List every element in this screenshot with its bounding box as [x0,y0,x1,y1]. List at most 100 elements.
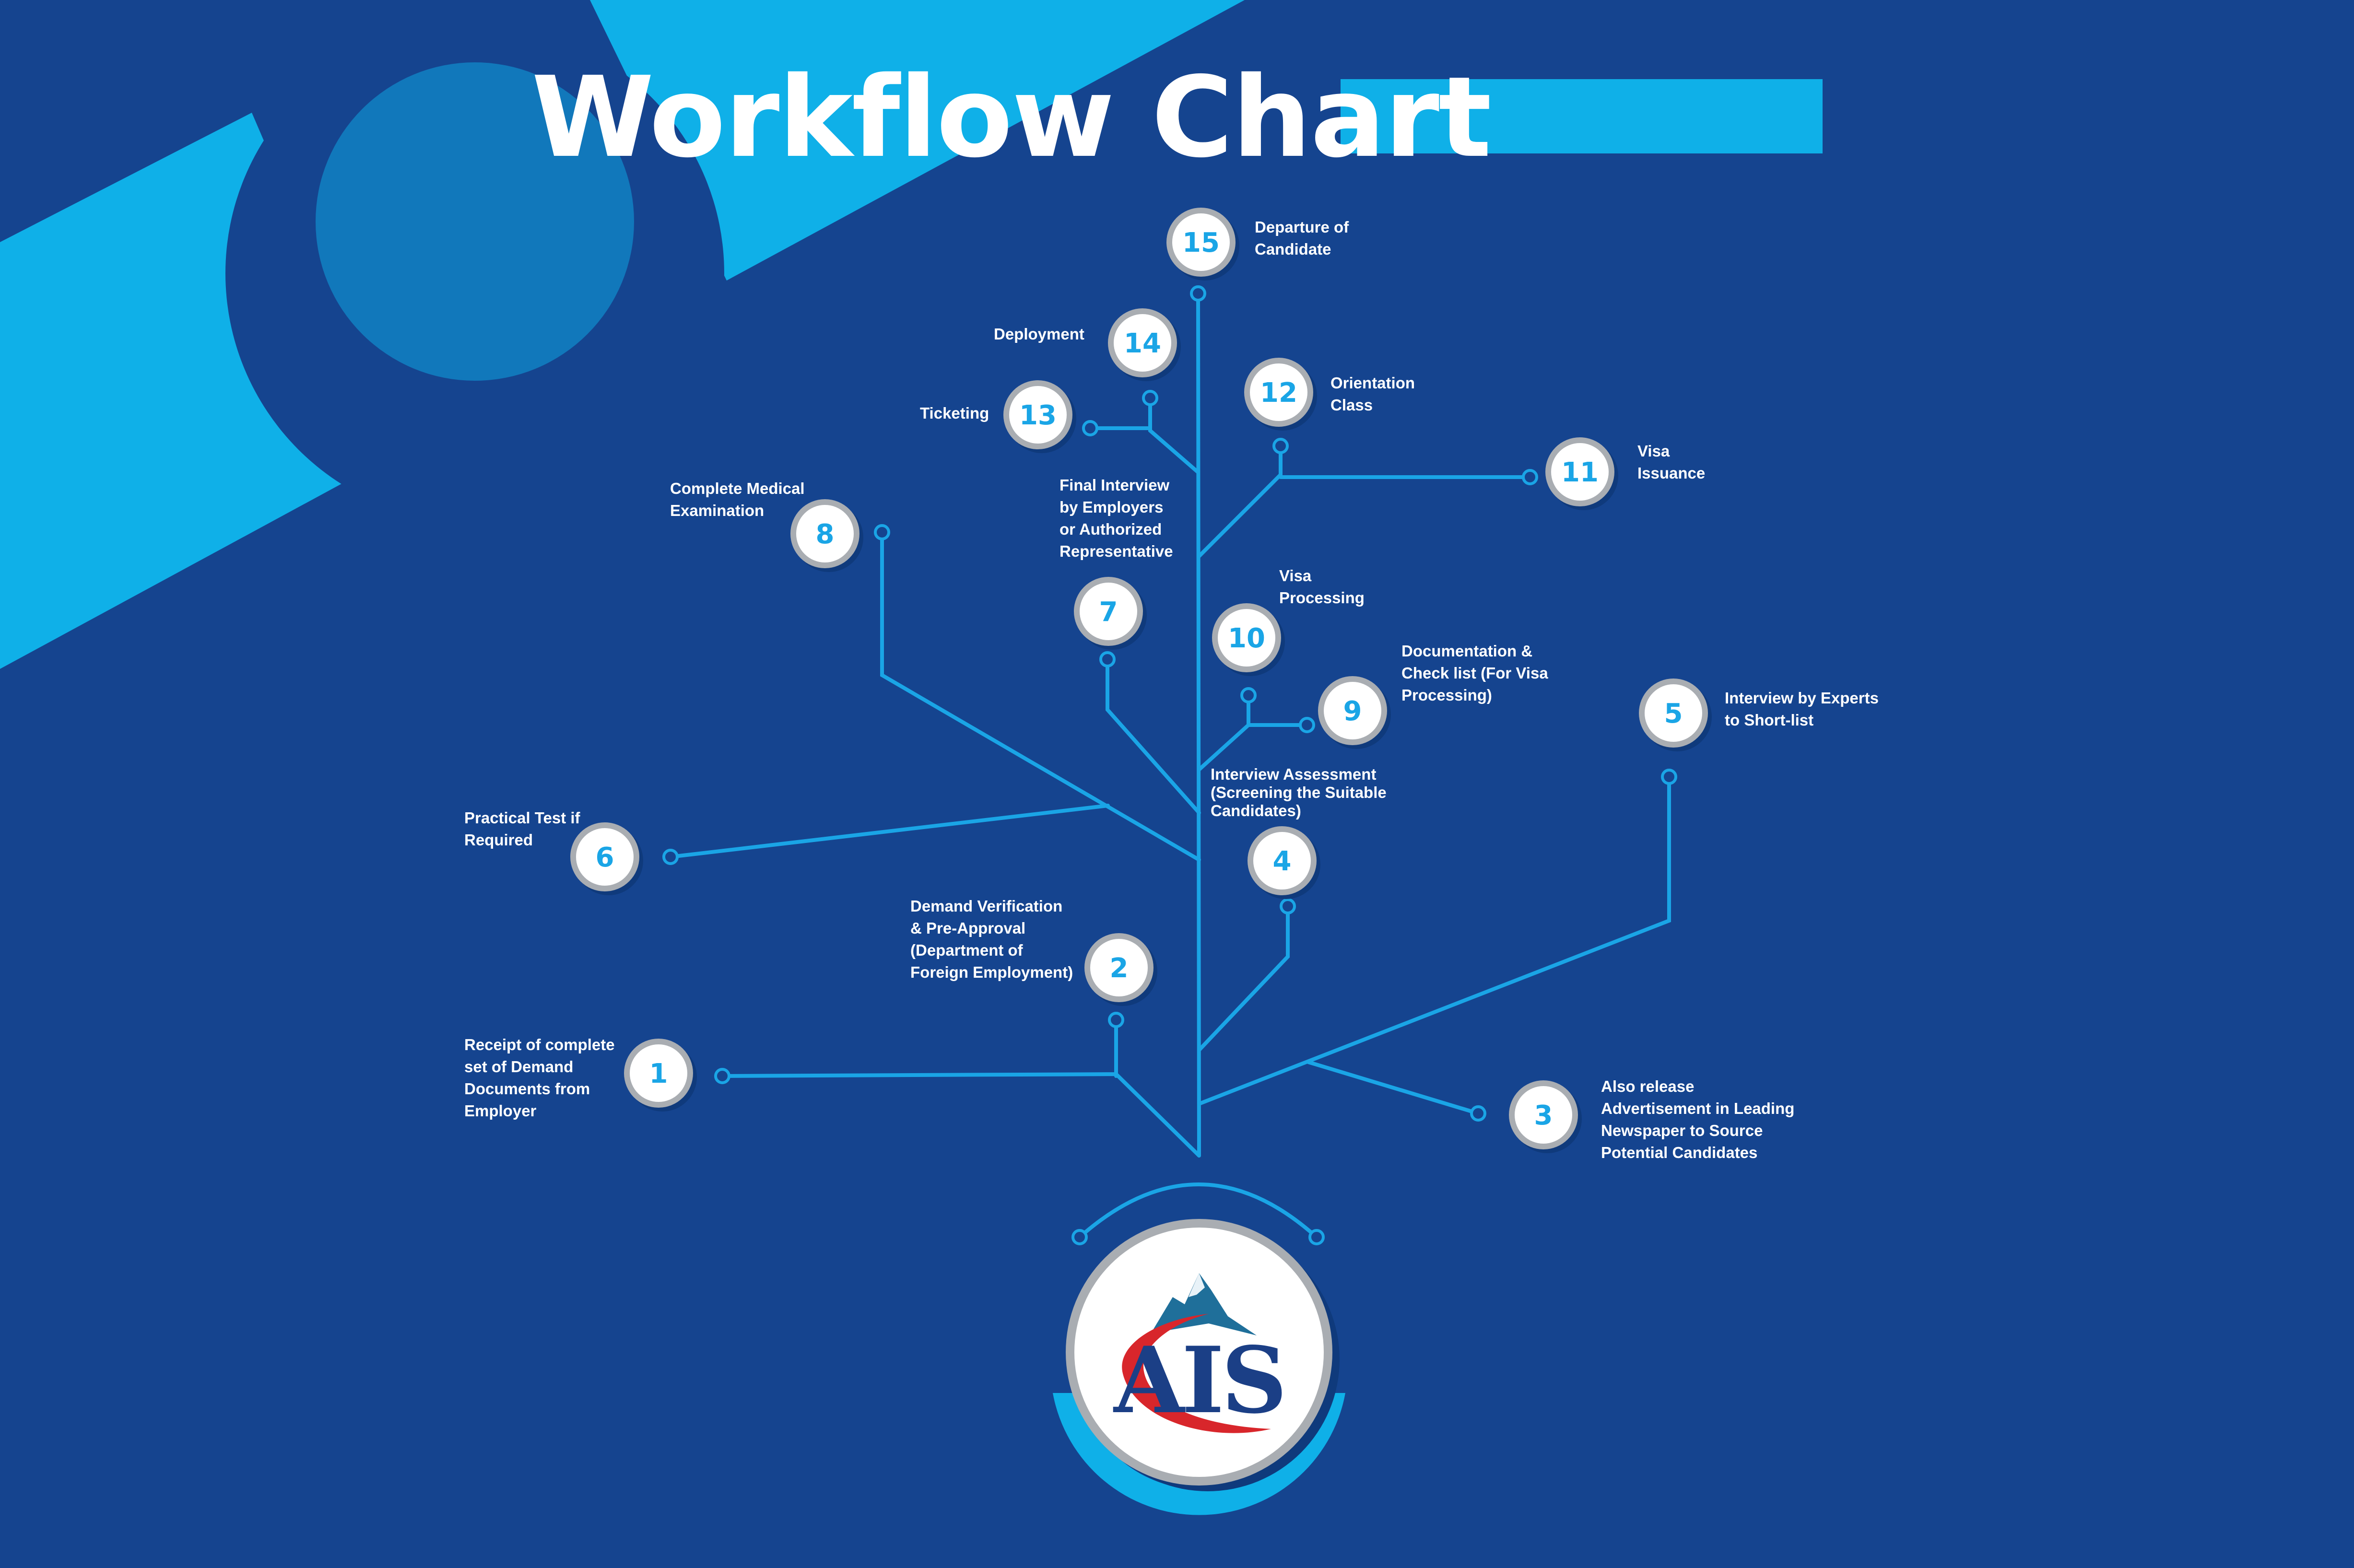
dot-4 [1280,898,1296,914]
step-number: 2 [1110,953,1129,984]
step-node-15: 15 [1166,208,1239,281]
dot-13 [1082,420,1098,436]
step-label-line: Representative [1059,542,1173,560]
base-arc [1078,1182,1318,1239]
step-label-line: Examination [670,502,764,519]
step-label-13: Ticketing [920,404,989,422]
step-label-line: Employer [464,1102,537,1120]
step-node-face [576,828,634,886]
logo-text: AIS [1113,1327,1284,1434]
step-node-8: 8 [790,499,863,572]
step-node-face [796,505,854,562]
branch-12-11 [1197,444,1532,558]
dot-1 [714,1068,730,1084]
step-node-13: 13 [1003,380,1076,453]
dot-8 [874,524,890,540]
step-number: 7 [1099,597,1118,628]
step-label-line: Demand Verification [910,897,1062,915]
dot-15 [1190,285,1206,302]
step-label-line: Processing) [1401,686,1492,704]
step-label-line: Foreign Employment) [910,963,1073,981]
step-label-line: Documents from [464,1080,590,1098]
background-decoration [0,0,1823,669]
title-accent-bar [1341,79,1823,153]
step-node-11: 11 [1545,437,1618,510]
step-label-line: Ticketing [920,404,989,422]
step-node-14: 14 [1108,308,1181,381]
trunk [1196,292,1201,1158]
step-node-12: 12 [1244,358,1317,431]
step-label-line: (Screening the Suitable [1211,784,1387,801]
step-number: 13 [1019,400,1057,431]
dot-11 [1522,469,1538,485]
step-label-4: Interview Assessment(Screening the Suita… [1211,765,1387,819]
step-label-line: Candidates) [1211,802,1301,819]
step-label-line: set of Demand [464,1058,573,1076]
step-label-line: Advertisement in Leading [1601,1100,1794,1117]
step-label-line: (Department of [910,941,1024,959]
step-number: 3 [1534,1100,1553,1131]
step-label-line: Processing [1279,589,1365,607]
step-label-line: Orientation [1330,374,1415,392]
step-label-line: Final Interview [1059,476,1170,494]
step-node-5: 5 [1639,679,1712,751]
step-node-10: 10 [1212,603,1285,676]
page-title: Workflow Chart [531,53,1491,182]
dot-3 [1470,1105,1486,1122]
step-label-line: Issuance [1637,464,1705,482]
step-label-line: Class [1330,396,1373,414]
dot-10 [1240,687,1257,703]
step-label-line: Departure of [1255,218,1349,236]
logo-base-arc [1053,1393,1345,1515]
step-label-line: Receipt of complete [464,1036,615,1053]
step-label-line: Visa [1637,442,1670,460]
logo-badge: AIS [1053,1219,1345,1515]
dot-arc-right [1308,1229,1325,1245]
dot-12 [1272,438,1289,454]
branch-5-and-3 [1197,775,1671,1115]
decor-stripe-top [590,0,1245,281]
mountain-snow [1189,1273,1205,1297]
branch-4 [1197,904,1290,1052]
step-node-1: 1 [624,1039,697,1112]
step-label-line: to Short-list [1725,711,1813,729]
step-label-7: Final Interview by Employers or Authorized… [1059,476,1173,560]
step-number: 12 [1260,377,1297,409]
step-number: 9 [1343,696,1362,727]
branch-6-8-7 [669,530,1201,862]
step-label-line: by Employers [1059,498,1163,516]
step-label-line: Check list (For Visa [1401,664,1548,682]
step-node-face [1114,314,1171,372]
step-number: 4 [1273,846,1292,877]
step-number: 6 [596,842,614,873]
step-node-face [1090,939,1148,996]
step-label-line: or Authorized [1059,520,1162,538]
branch-1 [720,1018,1201,1158]
step-label-line: & Pre-Approval [910,919,1025,937]
step-number: 14 [1124,328,1161,359]
step-label-line: Complete Medical [670,480,805,497]
dot-14 [1142,390,1158,406]
step-label-line: Deployment [994,325,1084,343]
step-node-9: 9 [1318,676,1391,749]
step-label-5: Interview by Experts to Short-list [1725,689,1879,729]
step-node-face [1324,682,1381,739]
step-label-14: Deployment [994,325,1084,343]
step-node-4: 4 [1248,826,1320,899]
step-node-6: 6 [570,822,643,895]
step-node-2: 2 [1084,933,1157,1006]
step-label-line: Interview by Experts [1725,689,1879,707]
step-label-2: Demand Verification & Pre-Approval (Depart… [910,897,1073,981]
step-number: 8 [816,519,835,550]
step-number: 10 [1228,623,1265,654]
